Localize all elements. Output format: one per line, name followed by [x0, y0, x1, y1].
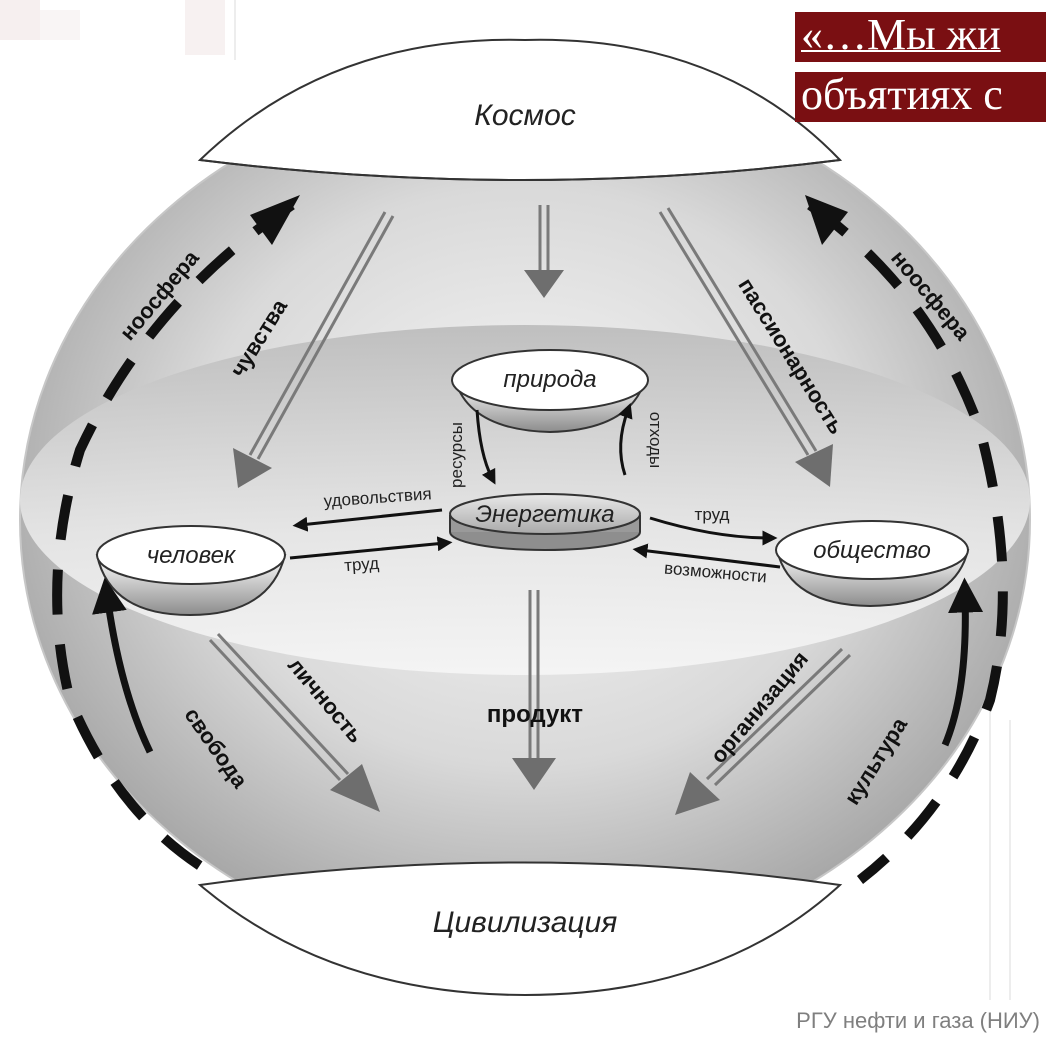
- resources-label: ресурсы: [447, 422, 466, 488]
- cosmos-node: [197, 38, 843, 181]
- quote-line-1: «…Мы жи: [795, 12, 1046, 62]
- person-node: [95, 525, 287, 617]
- energy-label: Энергетика: [475, 501, 614, 528]
- nature-label: природа: [503, 366, 596, 393]
- nature-node: [451, 349, 649, 434]
- cosmos-label: Космос: [474, 99, 576, 132]
- society-node: [775, 520, 970, 608]
- labor-society-label: труд: [695, 505, 730, 524]
- quote-line-2: объятиях с: [795, 72, 1046, 122]
- society-label: общество: [813, 537, 931, 564]
- dashed-arrowheads: [250, 195, 848, 245]
- footer-organization: РГУ нефти и газа (НИУ): [796, 1008, 1040, 1033]
- solid-arcs: [92, 577, 984, 754]
- energy-node: [449, 493, 641, 551]
- gray-flow-arrows: [208, 205, 852, 815]
- black-flow-arrows: [289, 402, 781, 569]
- civilization-node: [197, 861, 843, 997]
- waste-label: отходы: [646, 412, 665, 468]
- person-label: человек: [147, 542, 237, 569]
- dashed-arcs: [52, 200, 1008, 884]
- civilization-label: Цивилизация: [433, 906, 618, 939]
- background-decoration: [0, 0, 1011, 1000]
- labor-person-label: труд: [344, 554, 380, 575]
- product-label: продукт: [487, 701, 583, 728]
